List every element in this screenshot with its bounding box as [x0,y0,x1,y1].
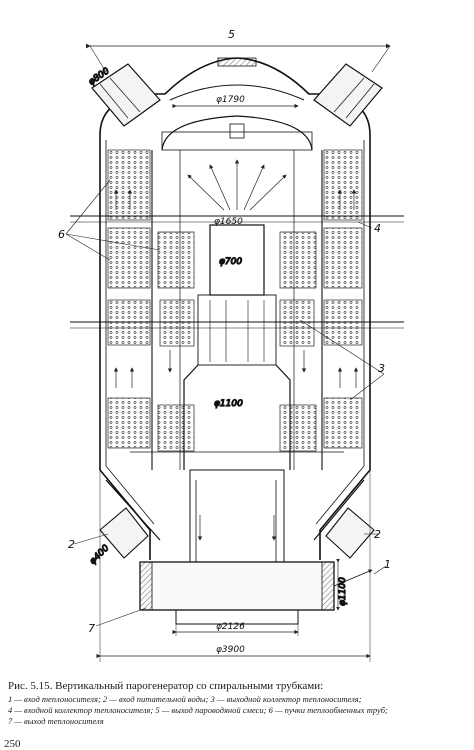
callout-2-left: 2 [68,538,75,551]
central-collector: φ700 φ1100 [183,224,291,470]
legend-item: 1 — вход теплоносителя; [8,694,103,704]
steam-flow-fan [187,159,287,211]
caption-legend: 1 — вход теплоносителя; 2 — вход питател… [8,694,470,727]
callout-leaders [65,179,387,627]
feedwater-nozzle-right [325,507,375,559]
dim-d1650: φ1650 [214,217,243,227]
callout-1: 1 [384,558,391,571]
legend-item: 6 — пучки теплообменных труб; [268,705,388,715]
steam-outlet-left: φ800 [86,63,161,127]
dim-d1100-side: φ1100 [338,577,348,606]
legend-item: 7 — выход теплоносителя [8,716,104,726]
page-number: 250 [4,738,21,750]
vessel-shell [99,57,371,560]
legend-item: 2 — вход питательной воды; [102,694,211,704]
legend-item: 5 — выход пароводяной смеси; [155,705,269,715]
inlet-outlet-header: φ1100 [139,559,373,625]
callout-2-right: 2 [374,528,381,541]
bottom-dimensions: φ2126 φ3900 [96,470,371,662]
callout-6: 6 [58,228,65,241]
dim-d1790: φ1790 [216,95,245,105]
callout-3: 3 [378,362,385,375]
dimension-5-top: 5 [86,28,391,73]
dim-line-1790: φ1790 [172,95,299,109]
tube-bundles [107,149,363,452]
legend-item: 4 — входной коллектор теплоносителя; [8,705,156,715]
inner-dome [161,115,313,151]
flow-arrows [113,189,359,541]
legend-item: 3 — выходной коллектор теплоносителя; [210,694,362,704]
callout-5: 5 [228,28,235,41]
horizontal-plates [70,215,404,453]
callout-7: 7 [88,622,95,635]
dim-d700: φ700 [219,257,242,267]
dim-d1100: φ1100 [214,399,243,409]
callout-4: 4 [374,222,381,235]
dim-d2126: φ2126 [216,622,245,632]
caption-title: Рис. 5.15. Вертикальный парогенератор со… [8,680,324,692]
dim-d3900: φ3900 [216,645,245,655]
steam-generator-drawing: 5 φ800 φ1790 [58,28,404,662]
figure-caption: Рис. 5.15. Вертикальный парогенератор со… [8,680,470,727]
steam-outlet-right [313,63,383,127]
